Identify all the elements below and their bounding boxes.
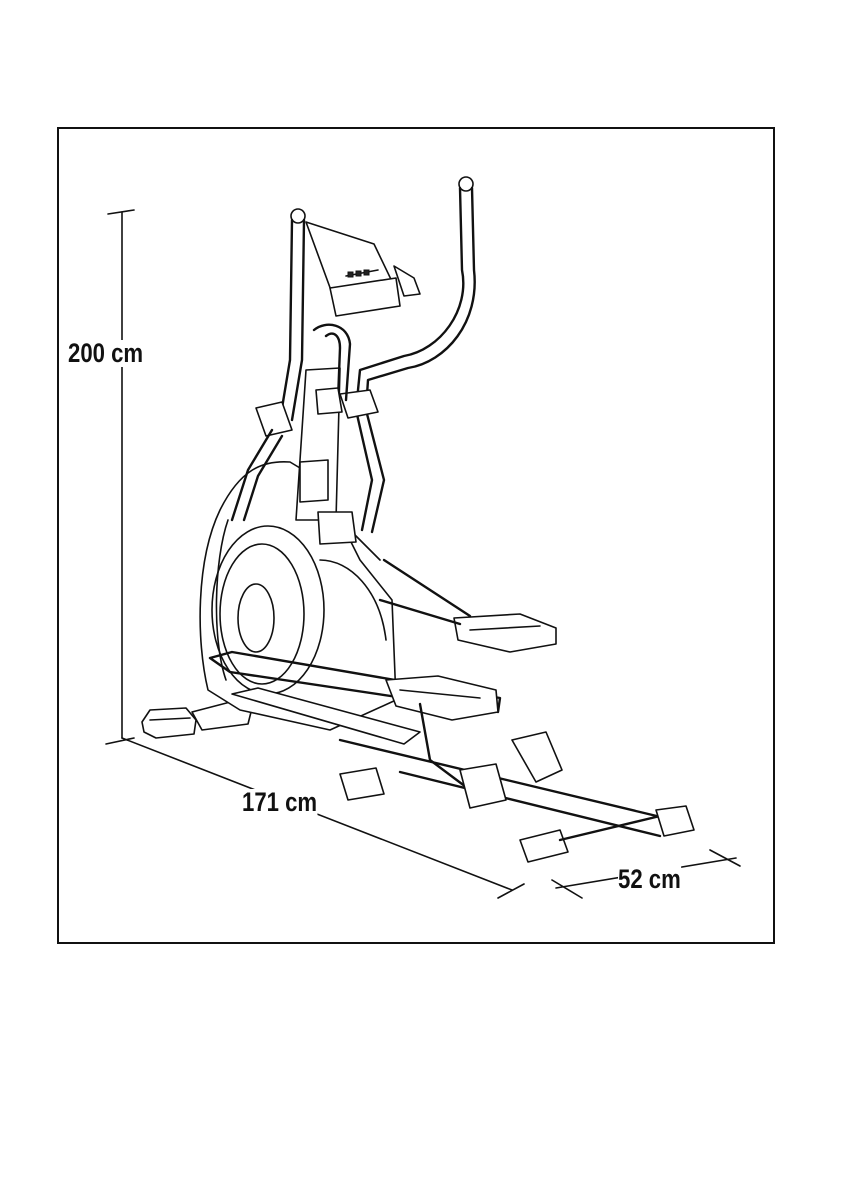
width-label: 52 cm: [618, 866, 681, 893]
height-label: 200 cm: [68, 340, 143, 367]
right-handlebar: [340, 177, 475, 532]
length-label: 171 cm: [242, 789, 317, 816]
length-dimension-line: [122, 738, 524, 898]
console: [306, 222, 420, 316]
front-stabilizer: [520, 806, 694, 862]
height-dimension-line: [106, 210, 134, 744]
